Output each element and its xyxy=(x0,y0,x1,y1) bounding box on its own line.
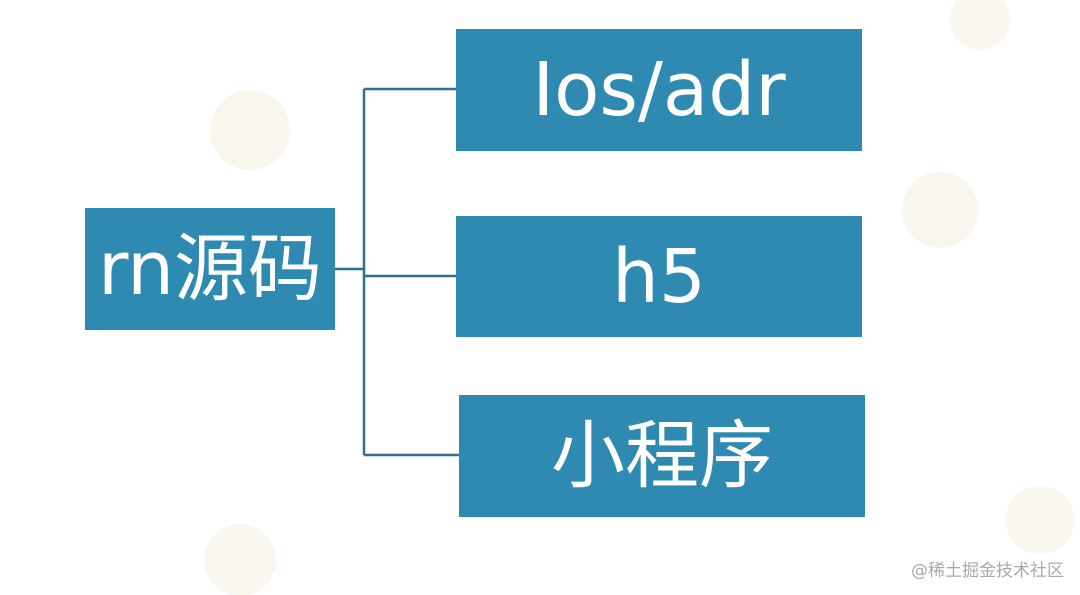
child-node-label: Ios/adr xyxy=(532,47,786,133)
root-node: rn源码 xyxy=(85,208,335,330)
child-node-label: 小程序 xyxy=(551,413,773,499)
child-node-label: h5 xyxy=(612,233,706,320)
child-node-ios-adr: Ios/adr xyxy=(456,29,862,151)
child-node-h5: h5 xyxy=(456,216,862,337)
root-node-label: rn源码 xyxy=(97,226,323,312)
child-node-mini-program: 小程序 xyxy=(459,395,865,517)
source-credit: @稀土掘金技术社区 xyxy=(911,561,1064,581)
